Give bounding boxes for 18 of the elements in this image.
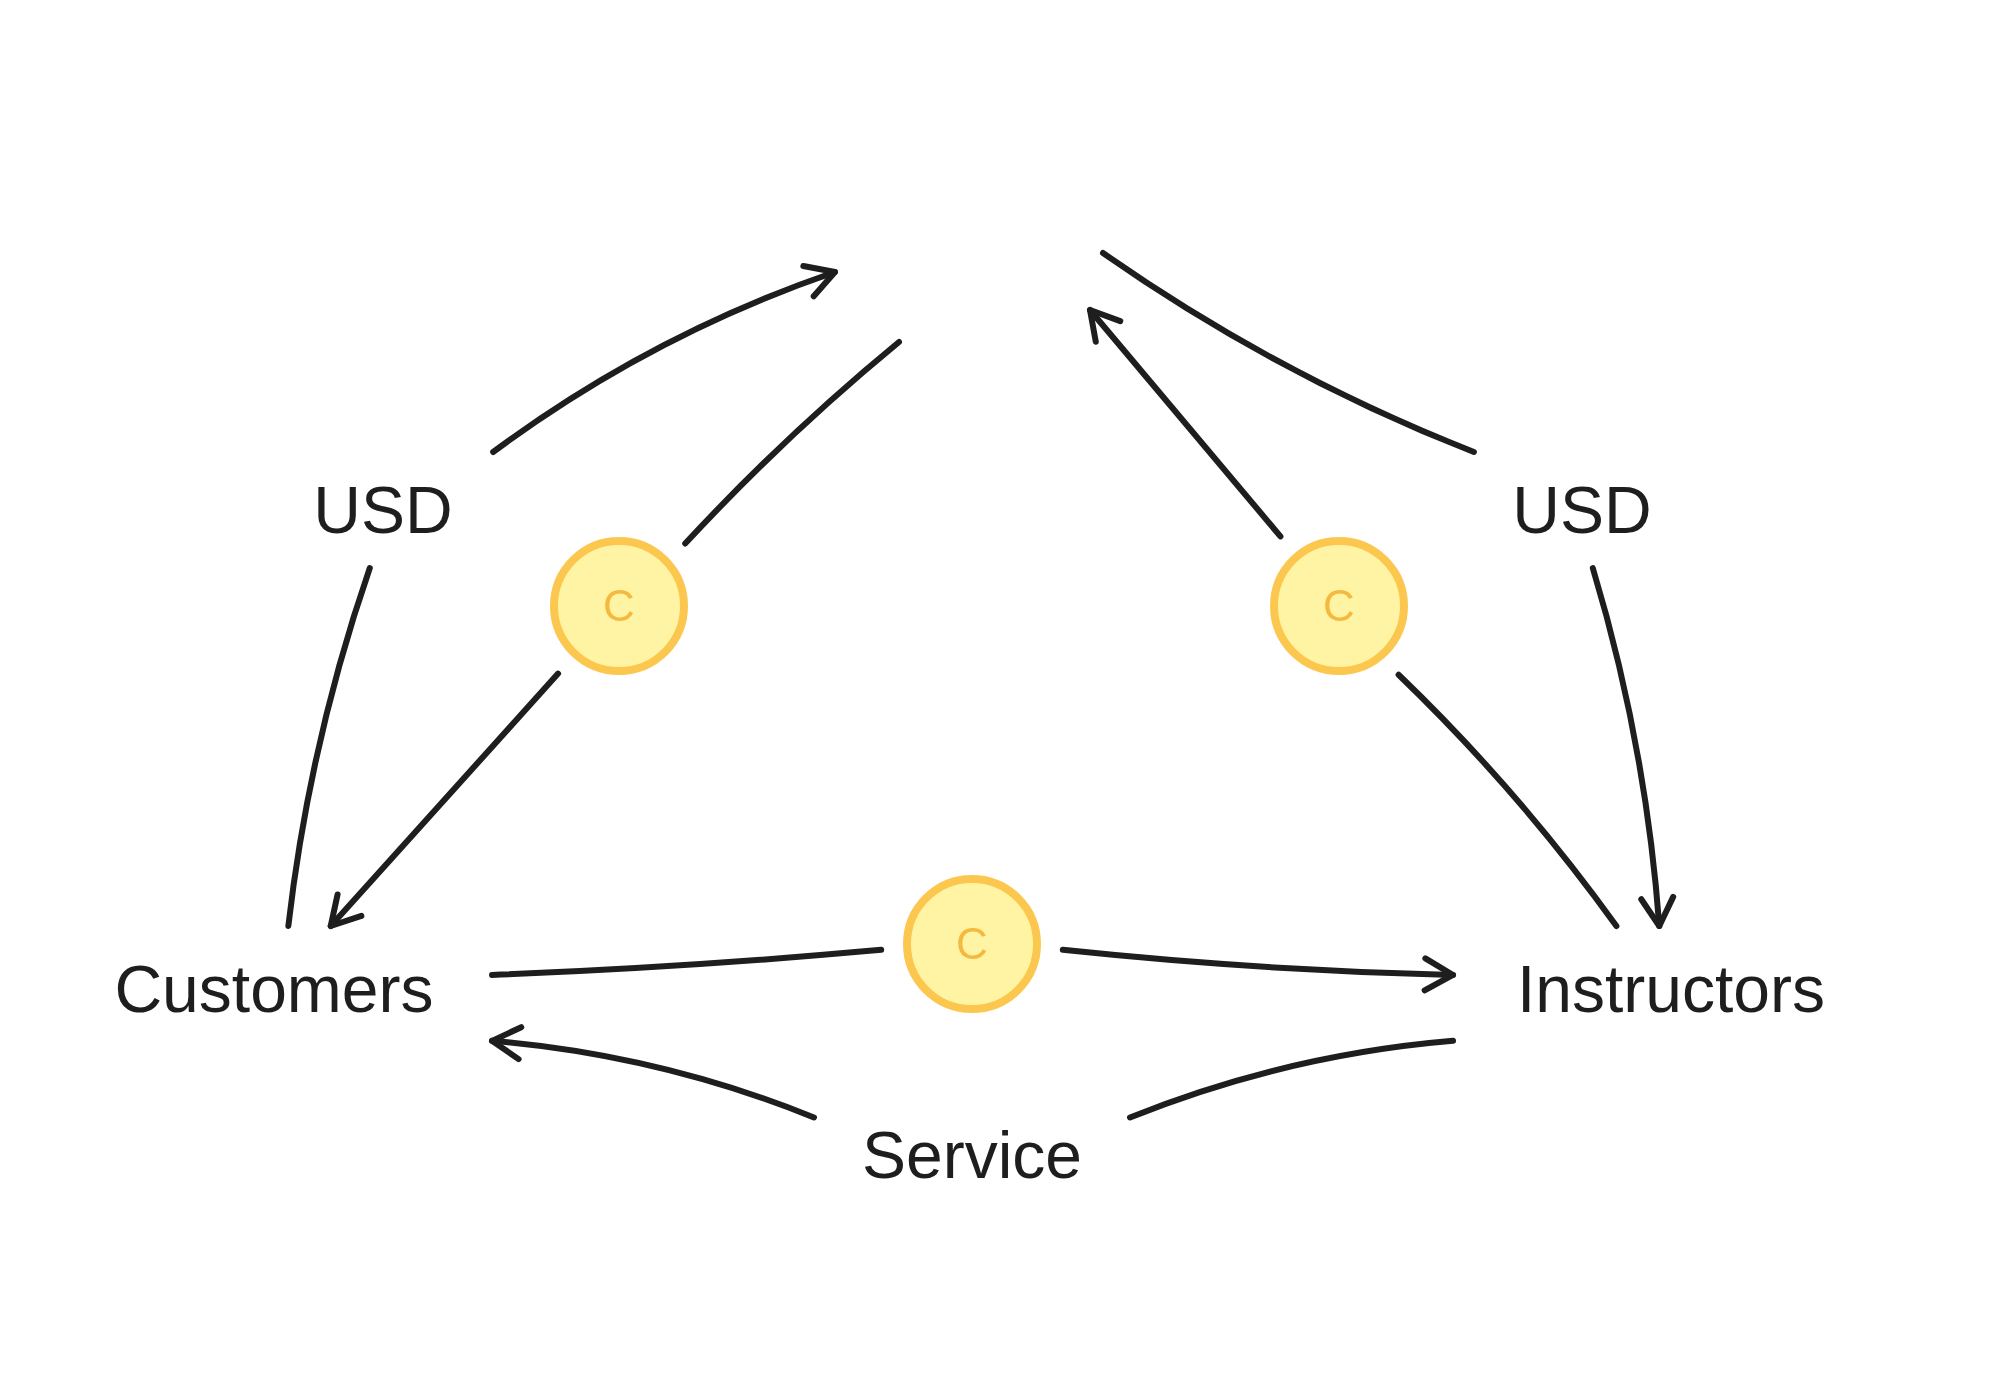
coin-letter: C	[956, 922, 988, 966]
node-label: Instructors	[1516, 956, 1826, 1022]
connector-line	[285, 565, 373, 929]
node-label: Service	[861, 1122, 1083, 1188]
node-label: USD	[1512, 477, 1652, 543]
connector-line	[1100, 250, 1477, 455]
arrow	[1087, 307, 1284, 540]
arrow	[490, 263, 838, 455]
arrow	[327, 670, 562, 929]
coin-letter: C	[603, 584, 635, 628]
node-label: Customers	[114, 956, 434, 1022]
arrow	[1059, 946, 1456, 994]
connector-line	[1127, 1037, 1456, 1121]
arrow	[489, 1024, 817, 1121]
connector-line	[489, 946, 885, 978]
arrow	[1589, 565, 1676, 929]
node-label: USD	[313, 477, 453, 543]
coin-letter: C	[1323, 584, 1355, 628]
